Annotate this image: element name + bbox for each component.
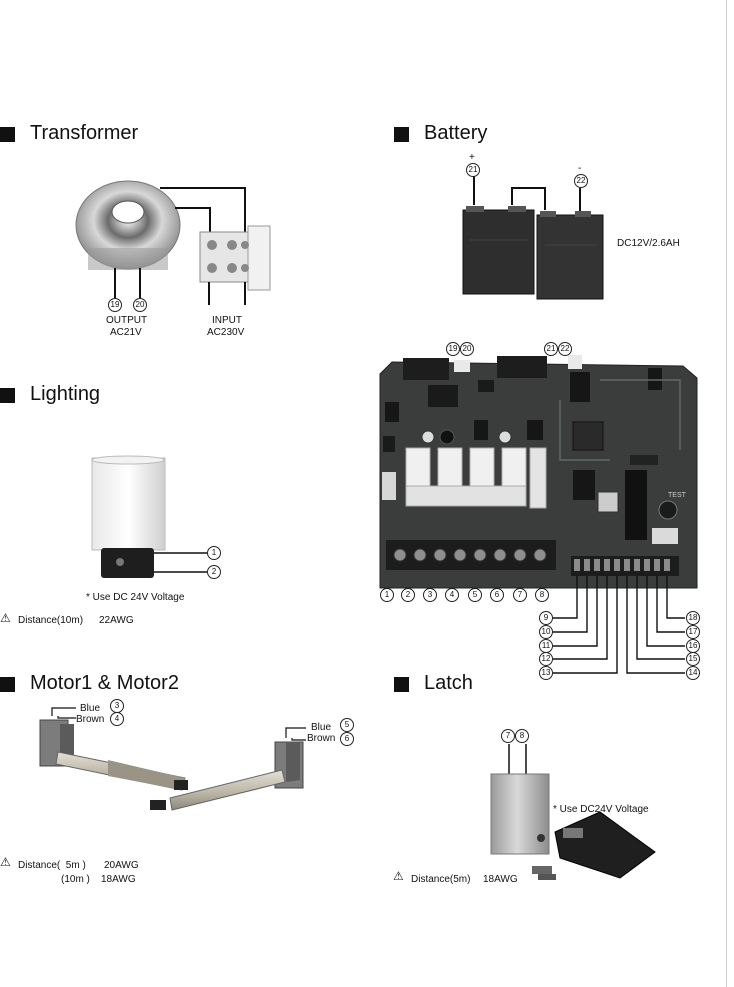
section-bullet-icon	[0, 677, 15, 692]
battery-title: Battery	[424, 122, 488, 144]
warning-triangle-icon: ⚠	[0, 855, 11, 869]
board-test-label: TEST	[668, 492, 686, 499]
latch-image	[490, 744, 656, 880]
battery-plus-terminal-21: 21	[466, 163, 480, 177]
battery-plus-sign: +	[469, 152, 475, 163]
board-terminal-14: 14	[686, 666, 700, 680]
motor1-terminal-3: 3	[110, 699, 124, 713]
motor2-wire-brown-label: Brown	[307, 733, 336, 744]
board-terminal-5: 5	[468, 588, 482, 602]
board-terminal-8: 8	[535, 588, 549, 602]
transformer-image	[75, 180, 271, 305]
motor1-wire-blue-label: Blue	[80, 703, 101, 714]
lighting-terminal-2: 2	[207, 565, 221, 579]
board-terminal-20: 20	[460, 342, 474, 356]
lighting-gauge: 22AWG	[99, 615, 134, 626]
motor-distance-10m: (10m )	[61, 874, 90, 885]
latch-terminal-7: 7	[501, 729, 515, 743]
latch-note: * Use DC24V Voltage	[553, 804, 649, 815]
page-edge-rule	[726, 0, 727, 987]
board-terminal-16: 16	[686, 639, 700, 653]
battery-image	[462, 176, 604, 300]
transformer-output-voltage: AC21V	[110, 327, 142, 338]
board-terminal-19: 19	[446, 342, 460, 356]
lighting-title: Lighting	[30, 383, 101, 405]
motor2-image	[150, 727, 306, 811]
transformer-output-terminal-20: 20	[133, 298, 147, 312]
motor1-terminal-4: 4	[110, 712, 124, 726]
latch-title: Latch	[424, 672, 473, 694]
motor2-terminal-6: 6	[340, 732, 354, 746]
board-terminal-11: 11	[539, 639, 553, 653]
section-bullet-icon	[394, 677, 409, 692]
board-terminal-1: 1	[380, 588, 394, 602]
battery-spec: DC12V/2.6AH	[617, 238, 680, 249]
motor2-wire-blue-label: Blue	[311, 722, 332, 733]
battery-minus-sign: -	[578, 163, 582, 174]
lighting-terminal-1: 1	[207, 546, 221, 560]
battery-minus-terminal-22: 22	[574, 174, 588, 188]
control-board-image	[379, 355, 698, 589]
transformer-input-voltage: AC230V	[207, 327, 245, 338]
motor-distance-5m: Distance( 5m )	[18, 860, 86, 871]
board-terminal-10: 10	[539, 625, 553, 639]
motor-gauge-10m: 18AWG	[101, 874, 136, 885]
board-terminal-3: 3	[423, 588, 437, 602]
board-terminal-17: 17	[686, 625, 700, 639]
board-leader-lines	[553, 576, 685, 674]
latch-terminal-8: 8	[515, 729, 529, 743]
board-terminal-13: 13	[539, 666, 553, 680]
board-terminal-4: 4	[445, 588, 459, 602]
transformer-output-label: OUTPUT	[106, 315, 148, 326]
lighting-lamp-image	[91, 455, 207, 578]
section-bullet-icon	[0, 127, 15, 142]
section-bullet-icon	[0, 388, 15, 403]
motor1-image	[39, 707, 188, 791]
motor2-terminal-5: 5	[340, 718, 354, 732]
board-terminal-18: 18	[686, 611, 700, 625]
board-terminal-22: 22	[558, 342, 572, 356]
lighting-distance: Distance(10m)	[18, 615, 84, 626]
latch-distance: Distance(5m)	[411, 874, 471, 885]
board-terminal-9: 9	[539, 611, 553, 625]
latch-gauge: 18AWG	[483, 874, 518, 885]
board-terminal-7: 7	[513, 588, 527, 602]
motor1-wire-brown-label: Brown	[76, 714, 105, 725]
motor-gauge-5m: 20AWG	[104, 860, 139, 871]
transformer-output-terminal-19: 19	[108, 298, 122, 312]
board-terminal-12: 12	[539, 652, 553, 666]
transformer-title: Transformer	[30, 122, 139, 144]
section-bullet-icon	[394, 127, 409, 142]
warning-triangle-icon: ⚠	[393, 869, 404, 883]
lighting-note: * Use DC 24V Voltage	[86, 592, 185, 603]
transformer-input-label: INPUT	[212, 315, 242, 326]
motor-title: Motor1 & Motor2	[30, 672, 179, 694]
board-terminal-2: 2	[401, 588, 415, 602]
board-terminal-6: 6	[490, 588, 504, 602]
board-terminal-21: 21	[544, 342, 558, 356]
board-terminal-15: 15	[686, 652, 700, 666]
warning-triangle-icon: ⚠	[0, 611, 11, 625]
